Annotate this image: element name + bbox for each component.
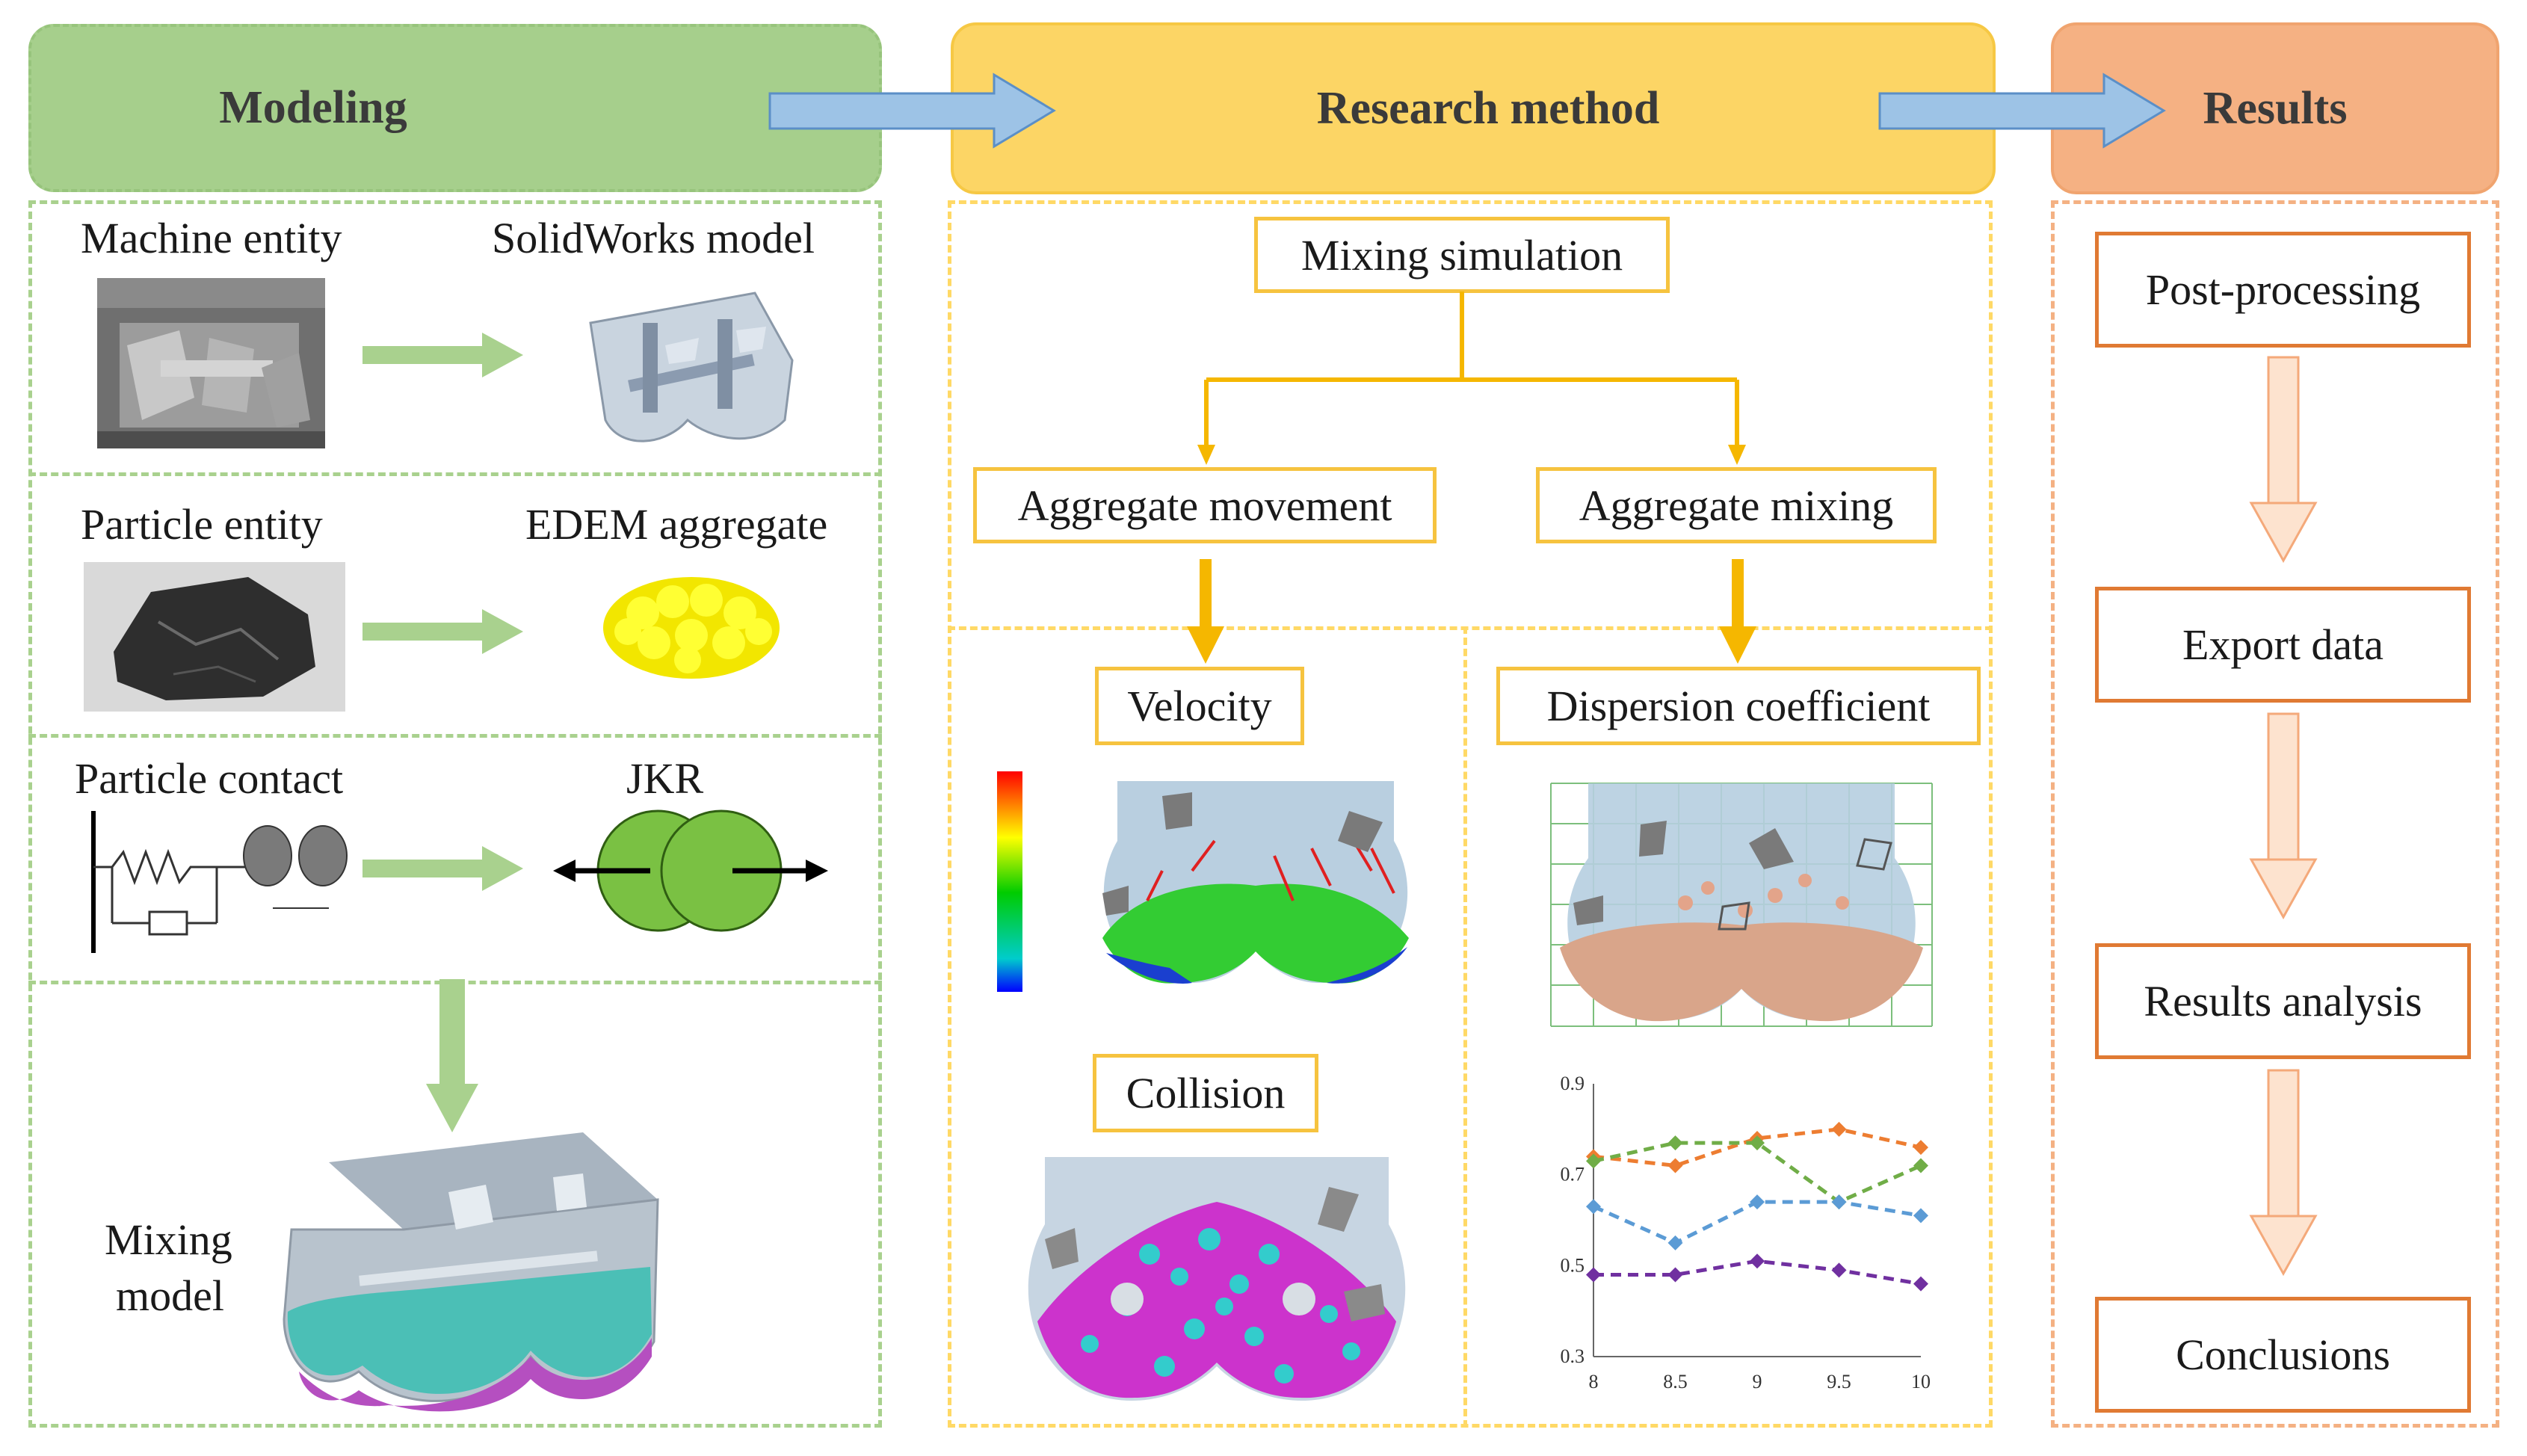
arrow-export-to-analysis [2249, 712, 2318, 920]
chart-x-tick-label: 9.5 [1827, 1371, 1851, 1392]
velocity-box: Velocity [1095, 667, 1304, 745]
chart-y-tick-label: 0.9 [1561, 1073, 1585, 1094]
post-processing-box: Post-processing [2095, 232, 2471, 348]
modeling-header-label: Modeling [219, 82, 407, 133]
modeling-panel [28, 200, 882, 1428]
arrow-post-processing-to-export [2249, 356, 2318, 564]
chart-data-point [1750, 1194, 1765, 1210]
results-analysis-label: Results analysis [2144, 977, 2422, 1025]
research-divider [948, 626, 1993, 630]
particle-contact-label: Particle contact [75, 754, 344, 803]
dispersion-coefficient-label: Dispersion coefficient [1546, 682, 1931, 730]
chart-data-point [1586, 1199, 1601, 1215]
collision-simulation-image [1028, 1157, 1406, 1401]
chart-data-point [1913, 1140, 1928, 1156]
particle-entity-label: Particle entity [81, 500, 323, 549]
jkr-contact-diagram [553, 809, 828, 932]
mixing-model-image [283, 1132, 659, 1412]
flow-arrow-research-to-results [1878, 73, 2166, 149]
chart-data-point [1750, 1135, 1765, 1151]
results-header-label: Results [2203, 82, 2348, 134]
flow-arrow-modeling-to-research [768, 73, 1056, 149]
chart-y-tick-label: 0.3 [1561, 1345, 1585, 1367]
chart-data-point [1667, 1267, 1683, 1283]
aggregate-mixing-label: Aggregate mixing [1579, 481, 1894, 530]
arrow-mixing-down [1719, 559, 1756, 664]
chart-y-tick-label: 0.5 [1561, 1254, 1585, 1276]
dispersion-grid-image [1550, 783, 1933, 1027]
dispersion-coefficient-line-chart: 0.9 0.7 0.5 0.38 8.5 9 9.5 10 [1561, 1073, 1931, 1392]
chart-data-point [1667, 1235, 1683, 1250]
chart-x-tick-label: 8.5 [1663, 1371, 1688, 1392]
modeling-divider-2 [28, 734, 882, 738]
chart-x-tick-label: 10 [1911, 1371, 1931, 1392]
research-method-panel [948, 200, 1993, 1428]
aggregate-movement-label: Aggregate movement [1017, 481, 1392, 530]
arrow-analysis-to-conclusions [2249, 1069, 2318, 1277]
conclusions-label: Conclusions [2176, 1330, 2390, 1379]
chart-data-point [1831, 1262, 1847, 1278]
machine-entity-photo [97, 278, 325, 448]
mixing-model-label-line1: Mixing [105, 1215, 232, 1264]
edem-aggregate-label: EDEM aggregate [525, 500, 828, 549]
collision-label: Collision [1126, 1069, 1286, 1117]
chart-x-tick-label: 8 [1589, 1371, 1599, 1392]
chart-data-point [1831, 1121, 1847, 1137]
spring-dashpot-contact-diagram [91, 811, 348, 953]
mixing-simulation-box: Mixing simulation [1254, 217, 1670, 293]
arrow-down-to-mixing-model [426, 979, 478, 1132]
mixing-model-label-line2: model [116, 1271, 224, 1320]
arrow-particle-to-edem [362, 609, 523, 654]
export-data-box: Export data [2095, 587, 2471, 703]
chart-data-point [1913, 1158, 1928, 1173]
chart-x-tick-label: 9 [1753, 1371, 1762, 1392]
collision-box: Collision [1093, 1054, 1318, 1132]
solidworks-model-image [589, 291, 794, 442]
arrow-machine-to-solidworks [362, 333, 523, 377]
results-analysis-box: Results analysis [2095, 943, 2471, 1059]
research-method-header: Research method [951, 22, 1996, 194]
chart-plot-area [1593, 1084, 1921, 1357]
edem-aggregate-image [603, 577, 780, 679]
chart-data-point [1831, 1194, 1847, 1210]
chart-y-tick-label: 0.7 [1561, 1164, 1585, 1185]
solidworks-model-label: SolidWorks model [492, 214, 815, 262]
chart-data-point [1667, 1158, 1683, 1173]
chart-data-point [1913, 1208, 1928, 1224]
mixing-simulation-branch-connector [1197, 291, 1746, 465]
velocity-label: Velocity [1127, 682, 1272, 730]
arrow-movement-down [1187, 559, 1224, 664]
chart-series-line [1593, 1127, 1922, 1168]
velocity-simulation-image [1102, 781, 1409, 984]
particle-entity-photo [84, 562, 345, 712]
conclusions-box: Conclusions [2095, 1297, 2471, 1413]
research-vertical-divider [1463, 626, 1467, 1428]
dispersion-coefficient-box: Dispersion coefficient [1496, 667, 1981, 745]
chart-data-point [1667, 1135, 1683, 1151]
machine-entity-label: Machine entity [81, 214, 342, 262]
aggregate-movement-box: Aggregate movement [973, 467, 1437, 543]
modeling-divider-1 [28, 472, 882, 476]
chart-data-point [1913, 1276, 1928, 1292]
export-data-label: Export data [2182, 620, 2383, 669]
post-processing-label: Post-processing [2145, 265, 2421, 314]
chart-data-point [1750, 1253, 1765, 1269]
chart-data-point [1586, 1267, 1601, 1283]
jkr-label: JKR [626, 754, 704, 803]
chart-data-point [1586, 1153, 1601, 1169]
research-method-header-label: Research method [1316, 82, 1660, 134]
chart-series-line [1593, 1141, 1922, 1205]
modeling-header: Modeling [28, 24, 882, 192]
aggregate-mixing-box: Aggregate mixing [1536, 467, 1937, 543]
results-panel [2051, 200, 2499, 1428]
mixing-simulation-label: Mixing simulation [1300, 230, 1623, 280]
arrow-contact-to-jkr [362, 846, 523, 891]
velocity-colorbar [997, 771, 1022, 992]
